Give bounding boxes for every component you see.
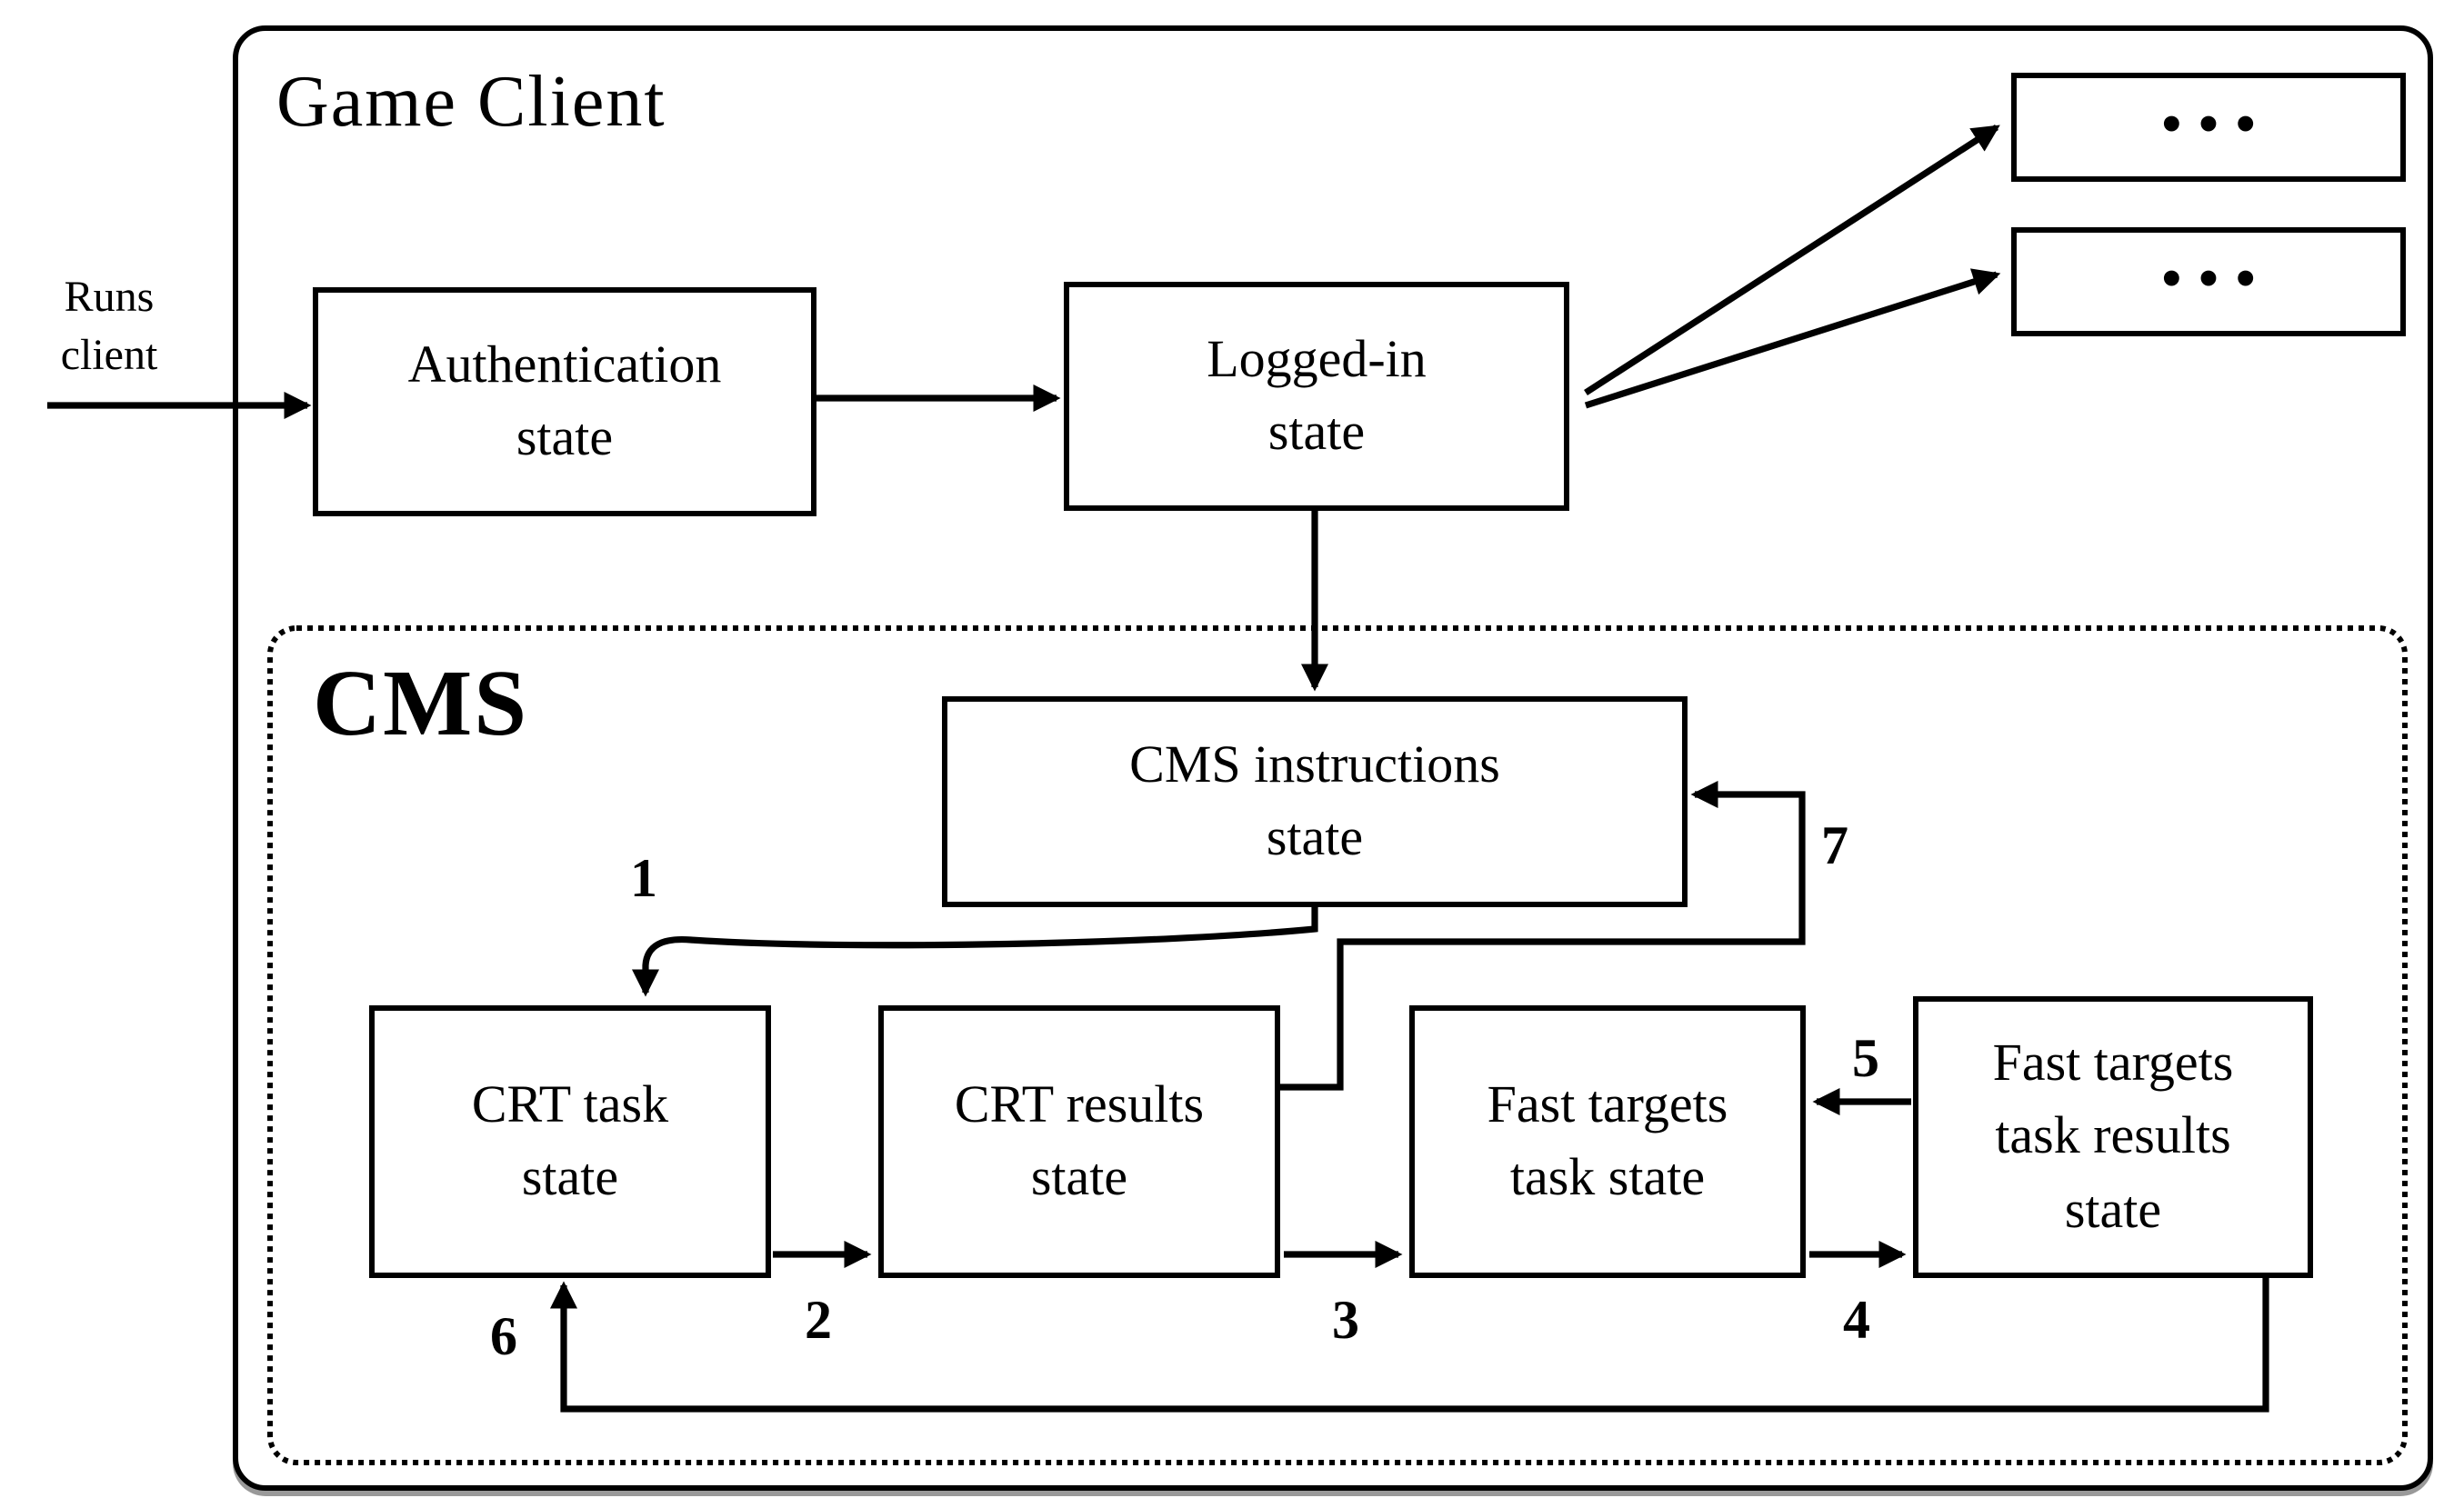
node-placeholder-top: ••• xyxy=(2011,73,2406,182)
edge-label-2: 2 xyxy=(805,1291,832,1351)
node-fast-targets-task-state: Fast targets task state xyxy=(1409,1005,1806,1278)
node-placeholder-bottom: ••• xyxy=(2011,227,2406,336)
edge-label-4: 4 xyxy=(1843,1291,1870,1351)
node-logged-in-state: Logged-in state xyxy=(1064,282,1569,511)
game-client-title: Game Client xyxy=(276,60,666,142)
node-cms-instructions-state: CMS instructions state xyxy=(942,696,1688,907)
edge-label-5: 5 xyxy=(1852,1029,1879,1089)
node-fast-targets-task-results-state: Fast targets task results state xyxy=(1913,996,2313,1278)
edge-label-6: 6 xyxy=(490,1307,517,1367)
edge-label-1: 1 xyxy=(630,849,657,909)
edge-label-3: 3 xyxy=(1332,1291,1359,1351)
runs-client-label: Runs client xyxy=(60,275,158,381)
node-crt-results-state: CRT results state xyxy=(878,1005,1280,1278)
cms-boundary xyxy=(267,625,2408,1465)
node-crt-task-state: CRT task state xyxy=(369,1005,771,1278)
node-authentication-state: Authentication state xyxy=(313,287,816,516)
cms-title: CMS xyxy=(313,653,529,756)
edge-label-7: 7 xyxy=(1821,816,1848,876)
game-client-boundary xyxy=(233,25,2433,1491)
